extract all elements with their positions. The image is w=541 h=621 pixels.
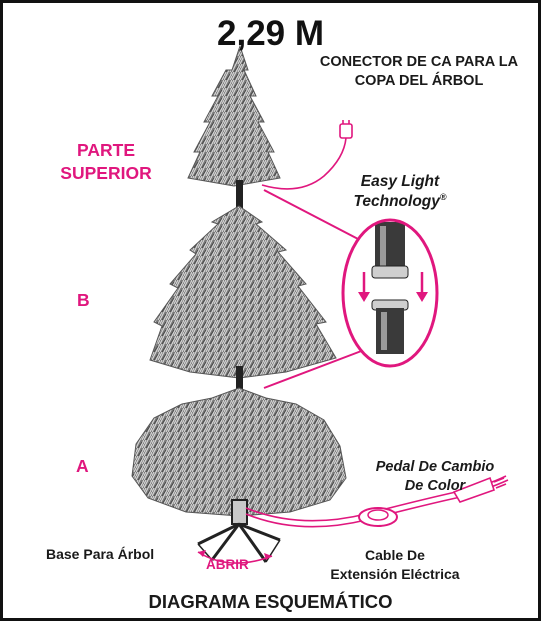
tree-top-section-icon xyxy=(187,44,281,202)
easy-light-label-line1: Easy Light xyxy=(360,173,440,190)
ac-connector-icon xyxy=(261,120,353,190)
diagram-footer-title: DIAGRAMA ESQUEMÁTICO xyxy=(148,591,393,612)
easy-light-label: Easy Light Technology® xyxy=(330,172,470,212)
tree-height-title: 2,29 M xyxy=(217,14,324,53)
base-label: Base Para Árbol xyxy=(46,546,155,562)
foot-pedal-icon xyxy=(358,507,398,527)
abrir-arrow xyxy=(197,551,273,564)
cable-label-line1: Cable De xyxy=(365,547,425,563)
pedal-label: Pedal De Cambio De Color xyxy=(345,458,525,496)
easy-light-connector-detail xyxy=(341,218,439,368)
pedal-label-line1: Pedal De Cambio xyxy=(375,459,495,475)
abrir-label: ABRIR xyxy=(206,557,249,572)
tree-stand-icon xyxy=(197,499,281,563)
section-a-label: A xyxy=(76,456,89,476)
connector-label: CONECTOR DE CA PARA LA COPA DEL ÁRBOL xyxy=(319,54,519,89)
easy-light-label-line2: Technology xyxy=(353,193,440,210)
section-top-label-line1: PARTE xyxy=(76,140,135,160)
cable-label-line2: Extensión Eléctrica xyxy=(330,566,460,582)
tree-section-b-icon xyxy=(149,198,337,392)
power-plug-icon xyxy=(452,476,507,503)
pedal-label-line2: De Color xyxy=(404,478,466,494)
section-b-label: B xyxy=(77,290,90,310)
section-top-label: PARTE SUPERIOR xyxy=(36,139,176,185)
section-top-label-line2: SUPERIOR xyxy=(60,163,152,183)
tree-section-a-icon xyxy=(131,387,347,517)
registered-mark: ® xyxy=(439,191,447,202)
cable-label: Cable De Extensión Eléctrica xyxy=(325,546,465,584)
